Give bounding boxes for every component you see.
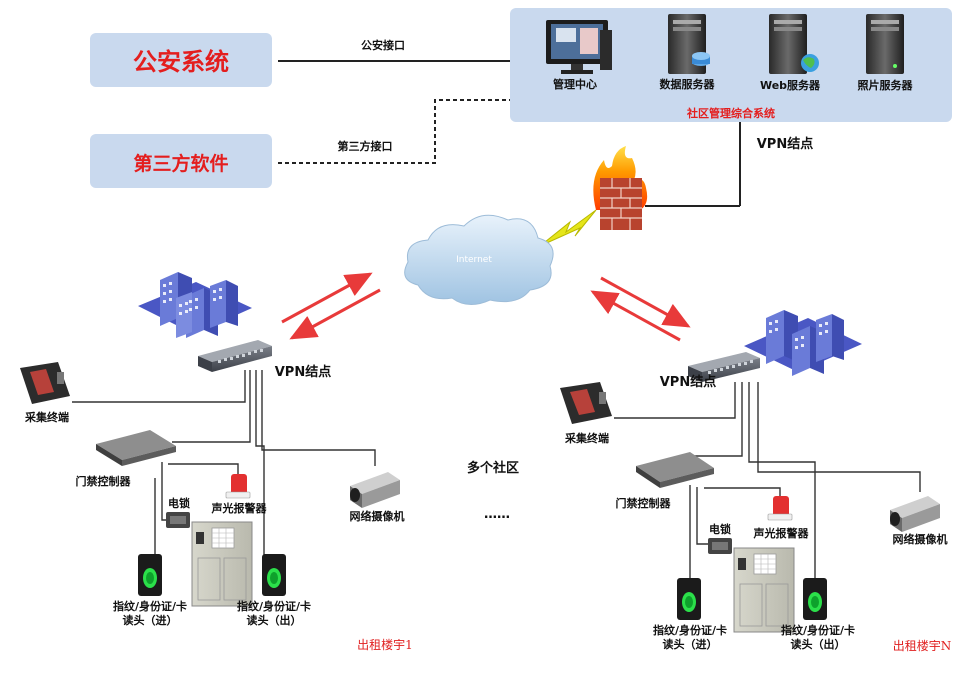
- siteN-reader-out-icon: [803, 578, 827, 620]
- site1-connections: [72, 370, 376, 563]
- site1-access-controller-label: 门禁控制器: [76, 474, 132, 488]
- siteN-capture-terminal-icon: [560, 382, 612, 424]
- internet-cloud-icon: [404, 214, 554, 305]
- siteN-buildings-icon: [744, 310, 862, 376]
- siteN-reader-in-label-1: 指纹/身份证/卡: [653, 623, 727, 637]
- siteN-capture-terminal-label: 采集终端: [564, 431, 609, 445]
- siteN-group: VPN结点 采集终端 门禁控制器 声光: [560, 310, 951, 653]
- siteN-reader-in-label-2: 读头（进）: [663, 637, 718, 651]
- siteN-electric-lock-label: 电锁: [709, 522, 731, 536]
- siteN-access-controller-label: 门禁控制器: [616, 496, 672, 510]
- photo-server-label: 照片服务器: [858, 78, 914, 92]
- site1-reader-out-label-2: 读头（出）: [247, 613, 302, 627]
- site1-reader-out-icon: [262, 554, 286, 596]
- site1-alarm-label: 声光报警器: [211, 501, 268, 515]
- siteN-camera-label: 网络摄像机: [893, 532, 948, 546]
- siteN-alarm-icon: [767, 496, 793, 521]
- police-system-label: 公安系统: [133, 48, 229, 76]
- site1-camera-icon: [350, 472, 400, 508]
- siteN-connections: [614, 382, 921, 582]
- siteN-alarm-label: 声光报警器: [753, 526, 810, 540]
- third-party-box: 第三方软件: [90, 134, 272, 188]
- multi-community-label: 多个社区: [467, 460, 519, 476]
- management-center-label: 管理中心: [553, 77, 597, 91]
- central-vpn-label: VPN结点: [757, 136, 813, 152]
- site1-vpn-switch-icon: [198, 340, 272, 372]
- site1-buildings-icon: [138, 272, 252, 338]
- site1-access-controller-icon: [96, 430, 176, 466]
- police-system-box: 公安系统: [90, 33, 272, 87]
- site1-reader-in-label-2: 读头（进）: [123, 613, 178, 627]
- site1-group: VPN结点 采集终端 门禁控制器 声光: [20, 272, 413, 652]
- siteN-camera-icon: [890, 496, 940, 532]
- third-party-interface-label: 第三方接口: [338, 139, 393, 153]
- siteN-reader-out-label-2: 读头（出）: [791, 637, 846, 651]
- site1-capture-terminal-label: 采集终端: [24, 410, 69, 424]
- siteN-vpn-label: VPN结点: [660, 374, 716, 390]
- siteN-reader-out-label-1: 指纹/身份证/卡: [781, 623, 855, 637]
- central-system-title: 社区管理综合系统: [686, 106, 775, 120]
- lightning-icon: [539, 209, 597, 247]
- siteN-electric-lock-icon: [708, 538, 732, 554]
- firewall-icon: [593, 146, 648, 230]
- site1-traffic-arrows: [281, 272, 381, 340]
- site1-door-cabinet-icon: [191, 521, 253, 607]
- site1-building-name: 出租楼宇1: [357, 637, 413, 652]
- siteN-access-controller-icon: [636, 452, 714, 488]
- internet-label: Internet: [456, 255, 492, 265]
- third-party-label: 第三方软件: [133, 152, 228, 175]
- siteN-building-name: 出租楼宇N: [893, 638, 952, 653]
- siteN-vpn-switch-icon: [688, 352, 760, 382]
- data-server-label: 数据服务器: [660, 77, 716, 91]
- site1-reader-in-icon: [138, 554, 162, 596]
- site1-reader-in-label-1: 指纹/身份证/卡: [113, 599, 187, 613]
- site1-capture-terminal-icon: [20, 362, 70, 404]
- police-interface-label: 公安接口: [361, 38, 405, 52]
- site1-reader-out-label-1: 指纹/身份证/卡: [237, 599, 311, 613]
- central-system-panel: 社区管理综合系统: [510, 8, 952, 122]
- site1-alarm-icon: [225, 474, 251, 499]
- web-server-label: Web服务器: [760, 78, 821, 92]
- data-server-icon: [668, 14, 710, 74]
- web-server-icon: [769, 14, 819, 74]
- management-center-icon: [546, 20, 612, 74]
- siteN-reader-in-icon: [677, 578, 701, 620]
- siteN-traffic-arrows: [590, 276, 691, 342]
- third-party-interface-line: [278, 99, 510, 164]
- site1-electric-lock-icon: [166, 512, 190, 528]
- siteN-door-cabinet-icon: [733, 547, 795, 633]
- site1-vpn-label: VPN结点: [275, 364, 331, 380]
- site1-electric-lock-label: 电锁: [168, 496, 190, 510]
- ellipsis-label: ……: [484, 507, 510, 522]
- photo-server-icon: [866, 14, 904, 74]
- site1-camera-label: 网络摄像机: [350, 509, 405, 523]
